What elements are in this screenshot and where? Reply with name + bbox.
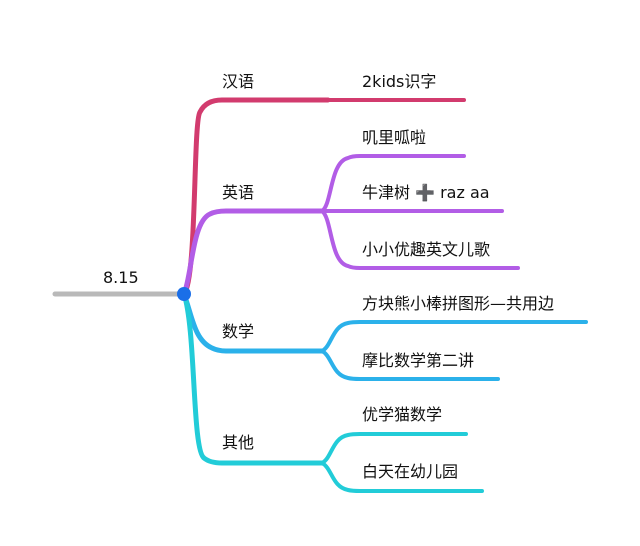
child-label-english-2[interactable]: 牛津树 ➕ raz aa	[362, 183, 490, 202]
branch-label-english[interactable]: 英语	[222, 183, 255, 202]
child-label-other-2[interactable]: 白天在幼儿园	[362, 462, 459, 481]
child-line-other-2	[320, 461, 484, 493]
branch-english-connector	[181, 208, 325, 297]
child-label-english-3[interactable]: 小小优趣英文儿歌	[362, 240, 491, 259]
child-line-english-3	[320, 209, 520, 270]
child-line-math-2	[320, 349, 500, 381]
child-label-math-1[interactable]: 方块熊小棒拼图形—共用边	[362, 294, 555, 313]
child-label-chinese-1[interactable]: 2kids识字	[362, 72, 437, 91]
root-label[interactable]: 8.15	[103, 268, 139, 287]
child-line-math-1	[320, 320, 588, 353]
child-label-other-1[interactable]: 优学猫数学	[362, 405, 443, 424]
branch-label-chinese[interactable]: 汉语	[222, 72, 255, 91]
branch-other-connector	[181, 291, 325, 466]
child-label-english-1[interactable]: 叽里呱啦	[362, 128, 427, 147]
root-node-dot[interactable]	[177, 287, 191, 301]
child-line-other-1	[320, 432, 468, 465]
child-label-math-2[interactable]: 摩比数学第二讲	[362, 351, 475, 370]
child-line-english-1	[320, 154, 466, 213]
branch-label-other[interactable]: 其他	[222, 433, 255, 452]
branch-chinese-connector	[181, 97, 331, 297]
branch-label-math[interactable]: 数学	[222, 322, 255, 341]
